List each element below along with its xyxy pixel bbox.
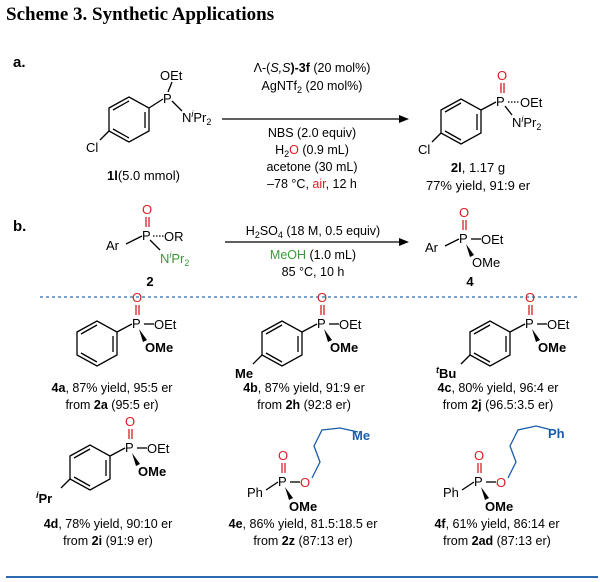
svg-text:O: O	[132, 290, 142, 305]
svg-text:OEt: OEt	[547, 317, 570, 332]
conditions-a-additive: AgNTf2 (20 mol%)	[262, 79, 363, 95]
svg-text:Me: Me	[235, 366, 253, 381]
example-4f-structure: Ph P O O Ph OMe	[443, 425, 565, 514]
svg-text:O: O	[300, 475, 310, 490]
scheme-title: Scheme 3. Synthetic Applications	[6, 4, 275, 25]
svg-text:P: P	[163, 91, 172, 106]
conditions-a-reagent: NBS (2.0 equiv)	[268, 126, 356, 140]
svg-text:O: O	[497, 68, 507, 83]
svg-text:P: P	[317, 316, 326, 331]
example-4f-source: from 2ad (87:13 er)	[443, 534, 551, 548]
example-4c-structure: tBu P O OEt OMe	[436, 290, 570, 381]
svg-text:O: O	[317, 290, 327, 305]
svg-text:O: O	[142, 202, 152, 217]
svg-text:Me: Me	[352, 428, 370, 443]
substrate-2-caption: 2	[146, 274, 153, 289]
reaction-arrow-a-head	[399, 115, 409, 123]
svg-text:OMe: OMe	[330, 340, 358, 355]
svg-text:OMe: OMe	[138, 464, 166, 479]
product-4-structure: Ar P O OEt OMe	[425, 205, 504, 270]
svg-text:Ar: Ar	[106, 238, 120, 253]
example-4a-caption: 4a, 87% yield, 95:5 er	[52, 381, 173, 395]
svg-text:P: P	[278, 474, 287, 489]
svg-text:NiPr2: NiPr2	[160, 250, 189, 268]
product-2l-structure: P O OEt NiPr2 Cl	[418, 68, 543, 157]
product-2l-result: 77% yield, 91:9 er	[426, 178, 531, 193]
svg-text:tBu: tBu	[436, 365, 456, 381]
svg-text:P: P	[474, 474, 483, 489]
bottom-rule	[6, 576, 598, 578]
svg-text:NiPr2: NiPr2	[182, 109, 211, 127]
svg-text:O: O	[525, 290, 535, 305]
svg-text:P: P	[142, 228, 151, 243]
svg-text:OMe: OMe	[485, 499, 513, 514]
svg-text:OEt: OEt	[520, 95, 543, 110]
svg-text:OEt: OEt	[147, 441, 170, 456]
svg-text:Cl: Cl	[86, 140, 98, 155]
example-4d-structure: iPr P O OEt OMe	[36, 414, 170, 506]
svg-text:O: O	[125, 414, 135, 429]
svg-text:Ph: Ph	[548, 426, 565, 441]
svg-text:NiPr2: NiPr2	[512, 114, 541, 132]
example-4b-structure: Me P O OEt OMe	[235, 290, 362, 381]
section-a-label: a.	[13, 54, 26, 71]
svg-text:OMe: OMe	[538, 340, 566, 355]
svg-text:Ar: Ar	[425, 240, 439, 255]
svg-text:Ph: Ph	[443, 485, 459, 500]
substrate-1l-caption: 1l(5.0 mmol)	[107, 168, 180, 183]
svg-text:OR: OR	[164, 229, 184, 244]
svg-text:OMe: OMe	[145, 340, 173, 355]
example-4c-source: from 2j (96.5:3.5 er)	[443, 398, 554, 412]
svg-text:P: P	[459, 231, 468, 246]
svg-text:P: P	[132, 316, 141, 331]
example-4a-source: from 2a (95:5 er)	[65, 398, 158, 412]
example-4c-caption: 4c, 80% yield, 96:4 er	[438, 381, 559, 395]
example-4e-structure: Ph P O O Me OMe	[247, 427, 370, 514]
svg-text:P: P	[496, 94, 505, 109]
example-4b-source: from 2h (92:8 er)	[257, 398, 351, 412]
conditions-a-solvent: acetone (30 mL)	[266, 160, 357, 174]
svg-text:OEt: OEt	[339, 317, 362, 332]
svg-text:P: P	[525, 316, 534, 331]
conditions-b-acid: H2SO4 (18 M, 0.5 equiv)	[246, 224, 380, 240]
substrate-2-structure: Ar P O OR NiPr2	[106, 202, 189, 268]
svg-text:OEt: OEt	[160, 68, 183, 83]
svg-text:Ph: Ph	[247, 485, 263, 500]
svg-text:iPr: iPr	[36, 490, 52, 506]
conditions-a-temp: –78 °C, air, 12 h	[267, 177, 357, 191]
example-4e-source: from 2z (87:13 er)	[253, 534, 352, 548]
conditions-a-catalyst: Λ-(S,S)-3f (20 mol%)	[254, 61, 371, 75]
svg-text:OEt: OEt	[154, 317, 177, 332]
conditions-b-temp: 85 °C, 10 h	[282, 265, 345, 279]
conditions-b-methanol: MeOH (1.0 mL)	[270, 248, 356, 262]
svg-text:OMe: OMe	[289, 499, 317, 514]
svg-text:O: O	[459, 205, 469, 220]
example-4a-structure: P O OEt OMe	[76, 290, 177, 367]
example-4e-caption: 4e, 86% yield, 81.5:18.5 er	[229, 517, 378, 531]
product-2l-caption: 2l, 1.17 g	[451, 160, 505, 175]
svg-text:O: O	[278, 448, 288, 463]
svg-text:OMe: OMe	[472, 255, 500, 270]
conditions-a-water: H2O (0.9 mL)	[275, 143, 349, 159]
svg-text:P: P	[125, 440, 134, 455]
example-4b-caption: 4b, 87% yield, 91:9 er	[243, 381, 365, 395]
product-4-caption: 4	[466, 274, 474, 289]
svg-text:Cl: Cl	[418, 142, 430, 157]
substrate-1l-structure: P OEt NiPr2 Cl	[86, 68, 211, 155]
reaction-arrow-b-head	[399, 238, 409, 246]
example-4d-caption: 4d, 78% yield, 90:10 er	[44, 517, 173, 531]
example-4d-source: from 2i (91:9 er)	[63, 534, 153, 548]
example-4f-caption: 4f, 61% yield, 86:14 er	[434, 517, 559, 531]
svg-text:OEt: OEt	[481, 232, 504, 247]
section-b-label: b.	[13, 218, 26, 235]
svg-text:O: O	[474, 448, 484, 463]
svg-text:O: O	[496, 475, 506, 490]
